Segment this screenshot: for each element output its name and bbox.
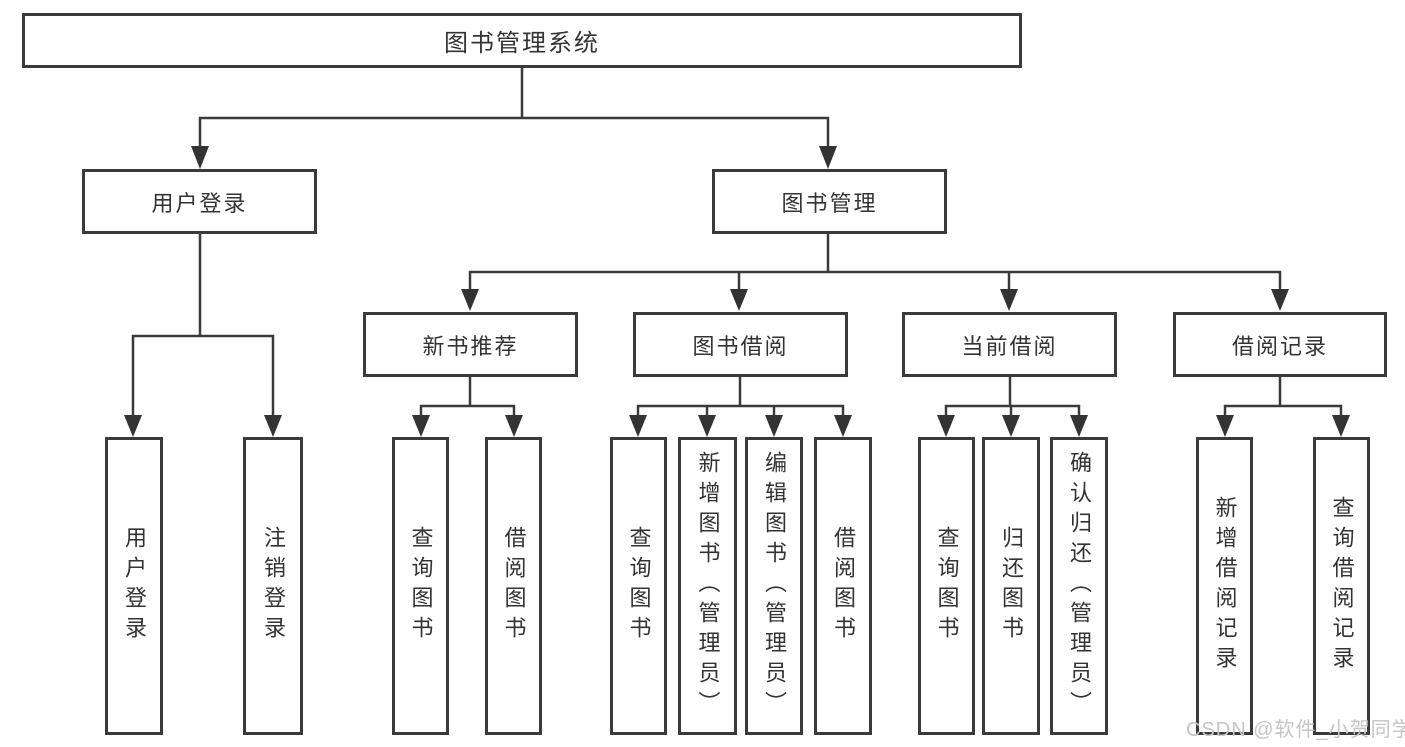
arrow-down-icon [1070,415,1088,437]
arrow-down-icon [461,289,479,311]
arrow-down-icon [264,415,282,437]
connector-book-borrow-split [636,404,845,416]
connector-book-mgmt-split [468,270,1282,290]
leaf-borrow-query-book: 查询图书 [610,437,667,735]
watermark: CSDN @软件_小贺同学 [1186,719,1405,741]
leaf-edit-book-admin: 编辑图书（管理员） [745,437,803,735]
arrow-down-icon [191,146,209,169]
leaf-return-book: 归还图书 [982,437,1040,735]
arrow-down-icon [937,415,955,437]
leaf-query-borrow-record: 查询借阅记录 [1313,437,1370,735]
arrow-down-icon [1000,289,1018,311]
connector-user-login-split [131,334,275,416]
arrow-down-icon [1271,289,1289,311]
connector-current-borrow-split [944,404,1081,416]
leaf-logout: 注销登录 [243,437,303,735]
node-current-borrow: 当前借阅 [902,312,1117,377]
leaf-borrow-borrow-book: 借阅图书 [814,437,872,735]
leaf-confirm-return-admin: 确认归还（管理员） [1050,437,1108,735]
connector-new-book-split [419,404,516,416]
leaf-add-borrow-record: 新增借阅记录 [1196,437,1253,735]
node-book-management: 图书管理 [712,169,947,234]
arrow-down-icon [1216,415,1234,437]
node-borrow-records: 借阅记录 [1173,312,1387,377]
arrow-down-icon [1002,415,1020,437]
node-new-book-recommend: 新书推荐 [363,312,578,377]
arrow-down-icon [412,415,430,437]
node-user-login: 用户登录 [82,169,317,234]
leaf-current-query-book: 查询图书 [918,437,975,735]
arrow-down-icon [834,415,852,437]
node-book-borrow: 图书借阅 [633,312,848,377]
arrow-down-icon [765,415,783,437]
leaf-user-login: 用户登录 [105,437,163,735]
arrow-down-icon [505,415,523,437]
leaf-recommend-query-book: 查询图书 [392,437,449,735]
leaf-add-book-admin: 新增图书（管理员） [678,437,737,735]
node-library-system: 图书管理系统 [22,13,1022,68]
leaf-recommend-borrow-book: 借阅图书 [485,437,542,735]
arrow-down-icon [819,146,837,169]
arrow-down-icon [124,415,142,437]
connector-records-split [1223,404,1343,416]
arrow-down-icon [730,289,748,311]
arrow-down-icon [698,415,716,437]
arrow-down-icon [1332,415,1350,437]
connector-root-split [198,116,830,148]
arrow-down-icon [629,415,647,437]
